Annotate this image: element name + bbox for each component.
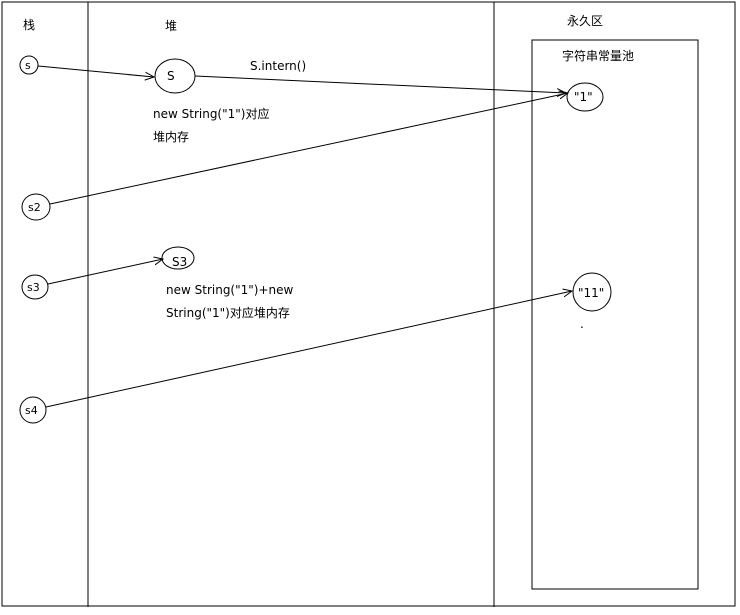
outer-frame [1,1,736,607]
heap-object-S3-label: S3 [172,255,187,269]
permgen-title: 永久区 [567,14,603,28]
stack-var-s-label: s [25,59,31,72]
stack-var-s [19,55,39,75]
heap-note-2-line-1: new String("1")+new [166,283,294,297]
stack-var-s4 [19,396,47,424]
heap-note-1-line-1: new String("1")对应 [153,106,269,121]
arrow-s-to-heap-S [37,65,154,77]
pool-entry-1-label: "1" [574,90,593,104]
stack-var-s2 [21,193,51,221]
string-pool-title: 字符串常量池 [562,48,634,63]
stack-var-s3 [21,274,49,300]
heap-note-2-line-2: String("1")对应堆内存 [166,305,290,320]
stack-var-s4-label: s4 [25,404,38,417]
stray-dot: . [580,317,584,331]
string-pool-box [531,39,699,590]
arrow-s4-to-pool-11 [45,291,572,408]
heap-title: 堆 [165,19,177,33]
arrow-s3-to-heap-S3 [47,259,163,285]
heap-object-S-label: S [167,69,175,83]
stack-var-s3-label: s3 [27,281,40,294]
pool-entry-11-label: "11" [578,286,604,300]
heap-object-S [154,58,196,94]
arrow-heap-S-to-pool-1 [194,75,566,93]
stack-var-s2-label: s2 [28,201,41,214]
arrow-s2-to-pool-1 [49,93,568,205]
stack-title: 栈 [23,17,35,32]
heap-note-1-line-2: 堆内存 [153,130,189,144]
intern-label: S.intern() [250,59,306,73]
